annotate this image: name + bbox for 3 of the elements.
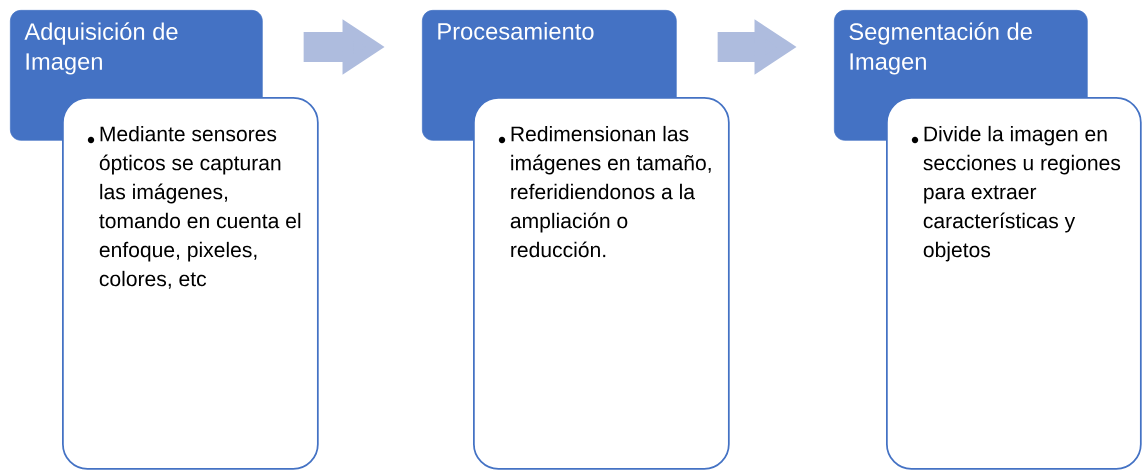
text-box: Redimensionan las imágenes en tamaño, referidiendonos a la ampliación o reducción.: [473, 97, 730, 470]
text-box: Divide la imagen en secciones u regiones para extraer características y objetos: [886, 97, 1142, 470]
text-box: Mediante sensores ópticos se capturan las imágenes, tomando en cuenta el enfoque, pixeles, colores, etc: [62, 97, 319, 470]
